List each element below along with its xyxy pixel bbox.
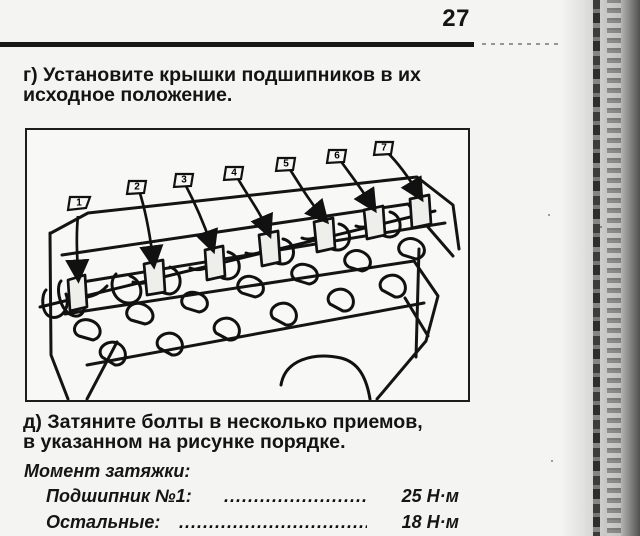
torque-row-label: Остальные:: [46, 512, 161, 532]
callout-3: 3: [172, 172, 195, 189]
callout-label-6: 6: [334, 151, 340, 162]
scan-speck: [548, 214, 550, 216]
callout-2: 2: [125, 179, 148, 196]
step-d-line-1: д) Затяните болты в несколько приемов,: [23, 411, 423, 433]
camshaft-diagram-svg: 1 2 3 4 5: [27, 130, 468, 400]
header-rule: [0, 42, 474, 47]
bearing-caps: [66, 193, 433, 313]
scan-speck: [600, 226, 602, 228]
torque-heading: Момент затяжки:: [24, 461, 191, 481]
callout-labels: 1 2 3 4 5: [66, 140, 395, 212]
callout-4: 4: [222, 165, 245, 182]
torque-row-bearing-1: Подшипник №1: ..........................…: [46, 485, 459, 507]
torque-row-others: Остальные: .............................…: [46, 511, 459, 533]
callout-6: 6: [325, 148, 348, 165]
torque-row-label: Подшипник №1:: [46, 486, 192, 506]
torque-row-leader-dots: .............................: [224, 486, 367, 506]
step-d-text: д) Затяните болты в несколько приемов, в…: [23, 412, 481, 452]
torque-row-leader-dots: ...................................: [179, 512, 367, 532]
callout-label-7: 7: [381, 143, 387, 154]
callout-label-1: 1: [76, 198, 82, 209]
callout-label-2: 2: [134, 182, 140, 193]
torque-row-value: 25 Н·м: [401, 486, 459, 506]
camshaft-bearing-cap-diagram: 1 2 3 4 5: [25, 128, 470, 402]
step-g-line-1: г) Установите крышки подшипников в их: [23, 64, 421, 86]
step-g-line-2: исходное положение.: [23, 84, 233, 106]
callout-label-4: 4: [231, 168, 237, 179]
header-dotted-rule: [482, 43, 562, 45]
step-d-line-2: в указанном на рисунке порядке.: [23, 431, 346, 453]
scanned-page-edge-shadow: [560, 0, 640, 536]
step-g-text: г) Установите крышки подшипников в их ис…: [23, 65, 481, 105]
valve-cover-ports: [73, 237, 426, 400]
callout-arrows: [65, 151, 424, 284]
torque-row-value: 18 Н·м: [401, 512, 459, 532]
page-number: 27: [442, 5, 470, 32]
callout-1: 1: [66, 195, 92, 212]
callout-label-5: 5: [283, 159, 289, 170]
scan-speck: [551, 460, 553, 462]
callout-7: 7: [372, 140, 395, 157]
callout-label-3: 3: [181, 175, 187, 186]
callout-5: 5: [274, 156, 297, 173]
